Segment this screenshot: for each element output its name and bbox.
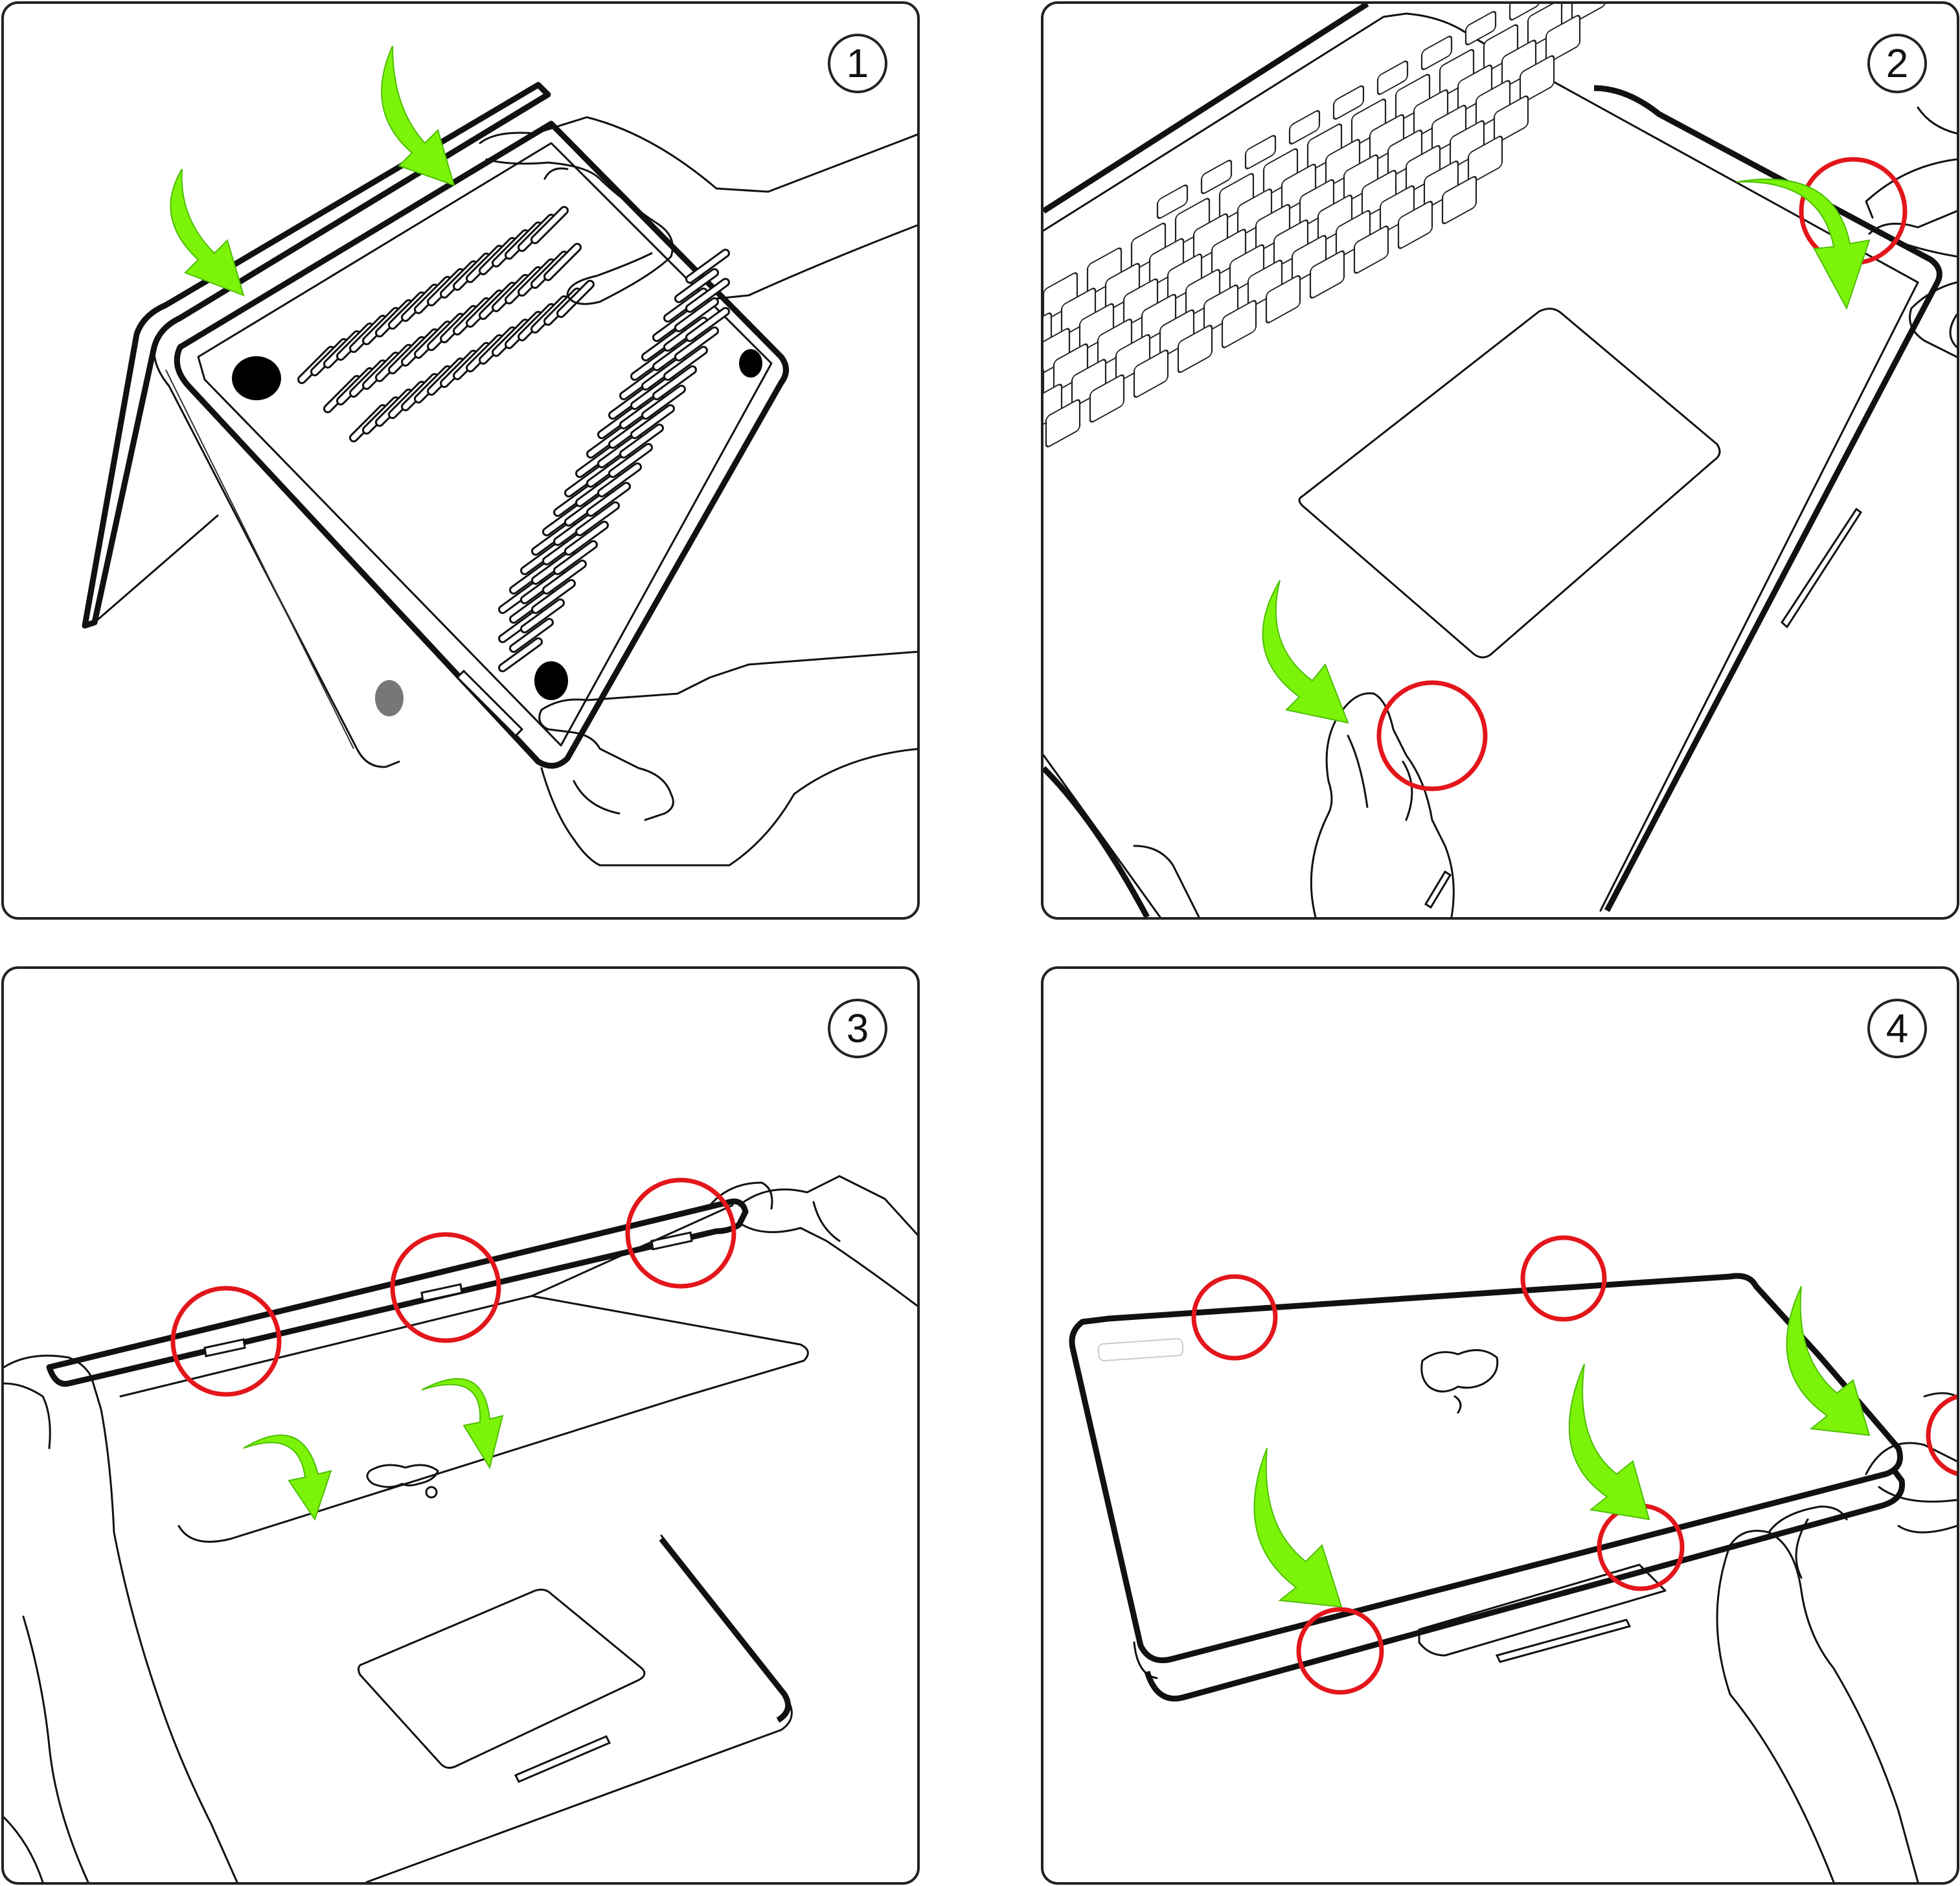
- laptop-lid-outline: [1069, 1273, 1903, 1663]
- highlight-circle-icon: [1926, 1394, 1957, 1476]
- curved-arrow-icon: [1568, 1363, 1650, 1521]
- curved-arrow-icon: [1736, 178, 1871, 310]
- bottom-case-outline: [174, 120, 789, 769]
- laptop-lid: [119, 1295, 809, 1543]
- highlight-circle-icon: [1191, 1274, 1278, 1361]
- step-number-badge: 1: [828, 34, 887, 93]
- hand-right: [1865, 1442, 1957, 1475]
- laptop-case-edge: [1593, 85, 1943, 913]
- logo-outline: [1420, 1349, 1499, 1392]
- curved-arrow-icon: [1253, 1448, 1343, 1608]
- rubber-foot: [534, 661, 568, 700]
- curved-arrow-icon: [1262, 580, 1349, 724]
- highlight-circle-icon: [390, 1232, 501, 1343]
- hand-left: [1716, 1530, 1919, 1882]
- top-case-edge: [46, 1198, 749, 1387]
- highlight-circle-icon: [170, 1286, 282, 1397]
- highlight-circle-icon: [1296, 1607, 1384, 1695]
- step-panel-2: 2: [1041, 1, 1959, 920]
- logo-outline: [366, 1464, 439, 1488]
- step-panel-1: 1: [1, 1, 920, 920]
- step-panel-4: 4: [1041, 966, 1959, 1885]
- step-number-badge: 3: [828, 999, 887, 1058]
- brand-watermark: [1097, 1338, 1184, 1361]
- step-number-badge: 2: [1867, 34, 1927, 93]
- keyboard: [1043, 4, 1607, 448]
- vent-slots: [297, 206, 595, 442]
- highlight-circle-icon: [1520, 1235, 1607, 1322]
- step-2-illustration: [1043, 4, 1957, 917]
- laptop-base-edge: [153, 346, 400, 768]
- trackpad: [1418, 1563, 1667, 1657]
- hand-left: [4, 1354, 238, 1882]
- rubber-foot: [739, 349, 762, 378]
- step-1-illustration: [82, 45, 917, 867]
- curved-arrow-icon: [243, 1434, 332, 1521]
- hand-left: [1310, 692, 1455, 917]
- highlight-circle-icon: [1376, 680, 1488, 791]
- laptop-foot: [375, 680, 404, 716]
- curved-arrow-icon: [421, 1378, 504, 1470]
- curved-arrow-icon: [1786, 1286, 1871, 1437]
- vent-slots: [498, 249, 730, 672]
- trackpad: [358, 1588, 646, 1769]
- step-panel-3: 3: [1, 966, 920, 1885]
- laptop-base-edge: [1144, 1466, 1906, 1702]
- step-4-illustration: [1069, 1235, 1957, 1882]
- highlight-circle-icon: [625, 1177, 736, 1289]
- hand-right: [738, 1175, 917, 1236]
- hand-right: [1868, 210, 1957, 235]
- curved-arrow-icon: [170, 168, 245, 297]
- rubber-foot: [232, 356, 281, 400]
- hand-top: [479, 116, 917, 193]
- step-3-illustration: [4, 1175, 917, 1882]
- laptop-screen-outline: [82, 82, 551, 629]
- trackpad: [1298, 308, 1721, 659]
- hand-bottom: [540, 650, 917, 711]
- step-number-badge: 4: [1867, 999, 1927, 1058]
- curved-arrow-icon: [381, 45, 455, 187]
